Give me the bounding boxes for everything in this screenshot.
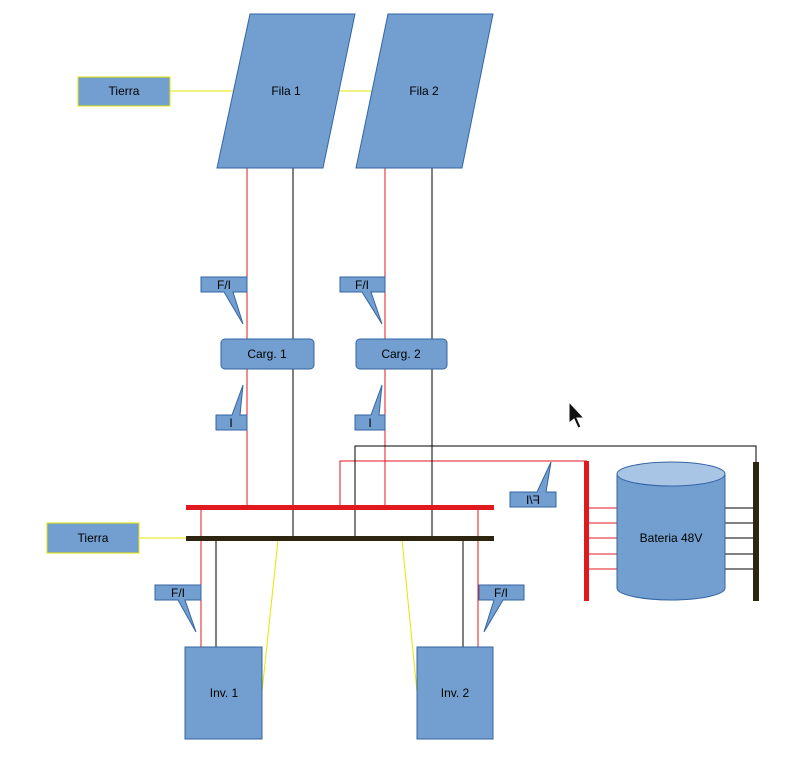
callout-fi-row-1-label: F/I (217, 278, 231, 292)
charger-2-label: Carg. 2 (381, 347, 421, 361)
callout-fi-battery-label: F/I (526, 493, 540, 507)
callout-fi-inverter-1-label: F/I (171, 586, 185, 600)
ground-top-label: Tierra (109, 84, 140, 98)
callout-fi-inverter-2-label: F/I (494, 586, 508, 600)
charger-2: Carg. 2 (355, 338, 448, 370)
negative-busbar (186, 536, 494, 541)
callout-i-charger-2: I (354, 384, 386, 431)
callout-fi-row-2: F/I (339, 276, 386, 325)
solar-panel-row-2: Fila 2 (355, 13, 494, 169)
ground-bottom: Tierra (46, 522, 140, 554)
charger-1-label: Carg. 1 (247, 347, 287, 361)
callout-fi-row-2-label: F/I (355, 278, 369, 292)
battery-negative-busbar (753, 462, 759, 601)
callout-fi-inverter-2: F/I (478, 584, 525, 633)
ground-wires (140, 90, 418, 693)
ground-bottom-label: Tierra (78, 531, 109, 545)
ground-top: Tierra (77, 76, 171, 107)
battery: Bateria 48V (616, 461, 726, 601)
positive-wires (200, 168, 617, 647)
battery-positive-busbar (584, 461, 589, 601)
panel-row-2-label: Fila 2 (409, 84, 439, 98)
inverter-2-label: Inv. 2 (441, 686, 470, 700)
charger-1: Carg. 1 (220, 338, 315, 370)
negative-wires (215, 168, 757, 647)
battery-label: Bateria 48V (640, 531, 703, 545)
inverter-1-label: Inv. 1 (210, 686, 239, 700)
inverter-1: Inv. 1 (184, 646, 263, 740)
callout-i-charger-1-label: I (229, 416, 232, 430)
callout-i-charger-2-label: I (368, 416, 371, 430)
callout-i-charger-1: I (215, 384, 248, 431)
panel-row-1-label: Fila 1 (271, 84, 301, 98)
solar-panel-row-1: Fila 1 (216, 13, 356, 169)
positive-busbar (186, 505, 494, 510)
mouse-pointer-icon (568, 400, 586, 429)
callout-fi-battery: F/I (509, 461, 557, 508)
callout-fi-inverter-1: F/I (154, 584, 202, 633)
inverter-2: Inv. 2 (416, 646, 494, 740)
callout-fi-row-1: F/I (200, 276, 248, 325)
